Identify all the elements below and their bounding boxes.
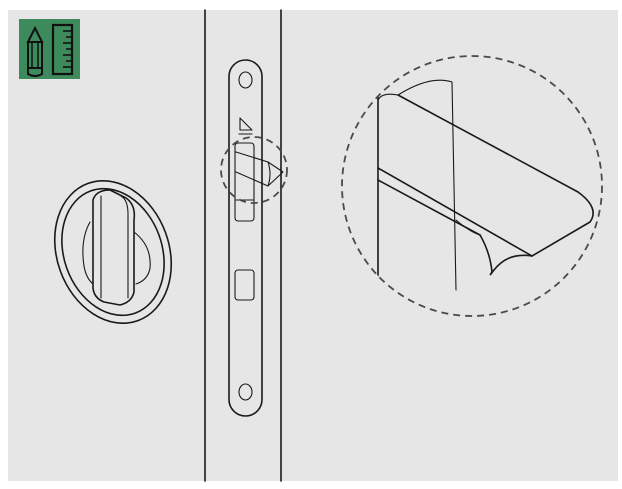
detail-callout-small: [220, 136, 288, 204]
detail-magnified: [341, 55, 603, 317]
latch-tongue: [235, 151, 284, 201]
diagram-background: [8, 10, 618, 481]
door-frame: [204, 9, 282, 482]
pencil-ruler-icon: [19, 19, 80, 79]
strike-plate: [228, 59, 263, 417]
thumb-turn-knob: [53, 179, 173, 325]
